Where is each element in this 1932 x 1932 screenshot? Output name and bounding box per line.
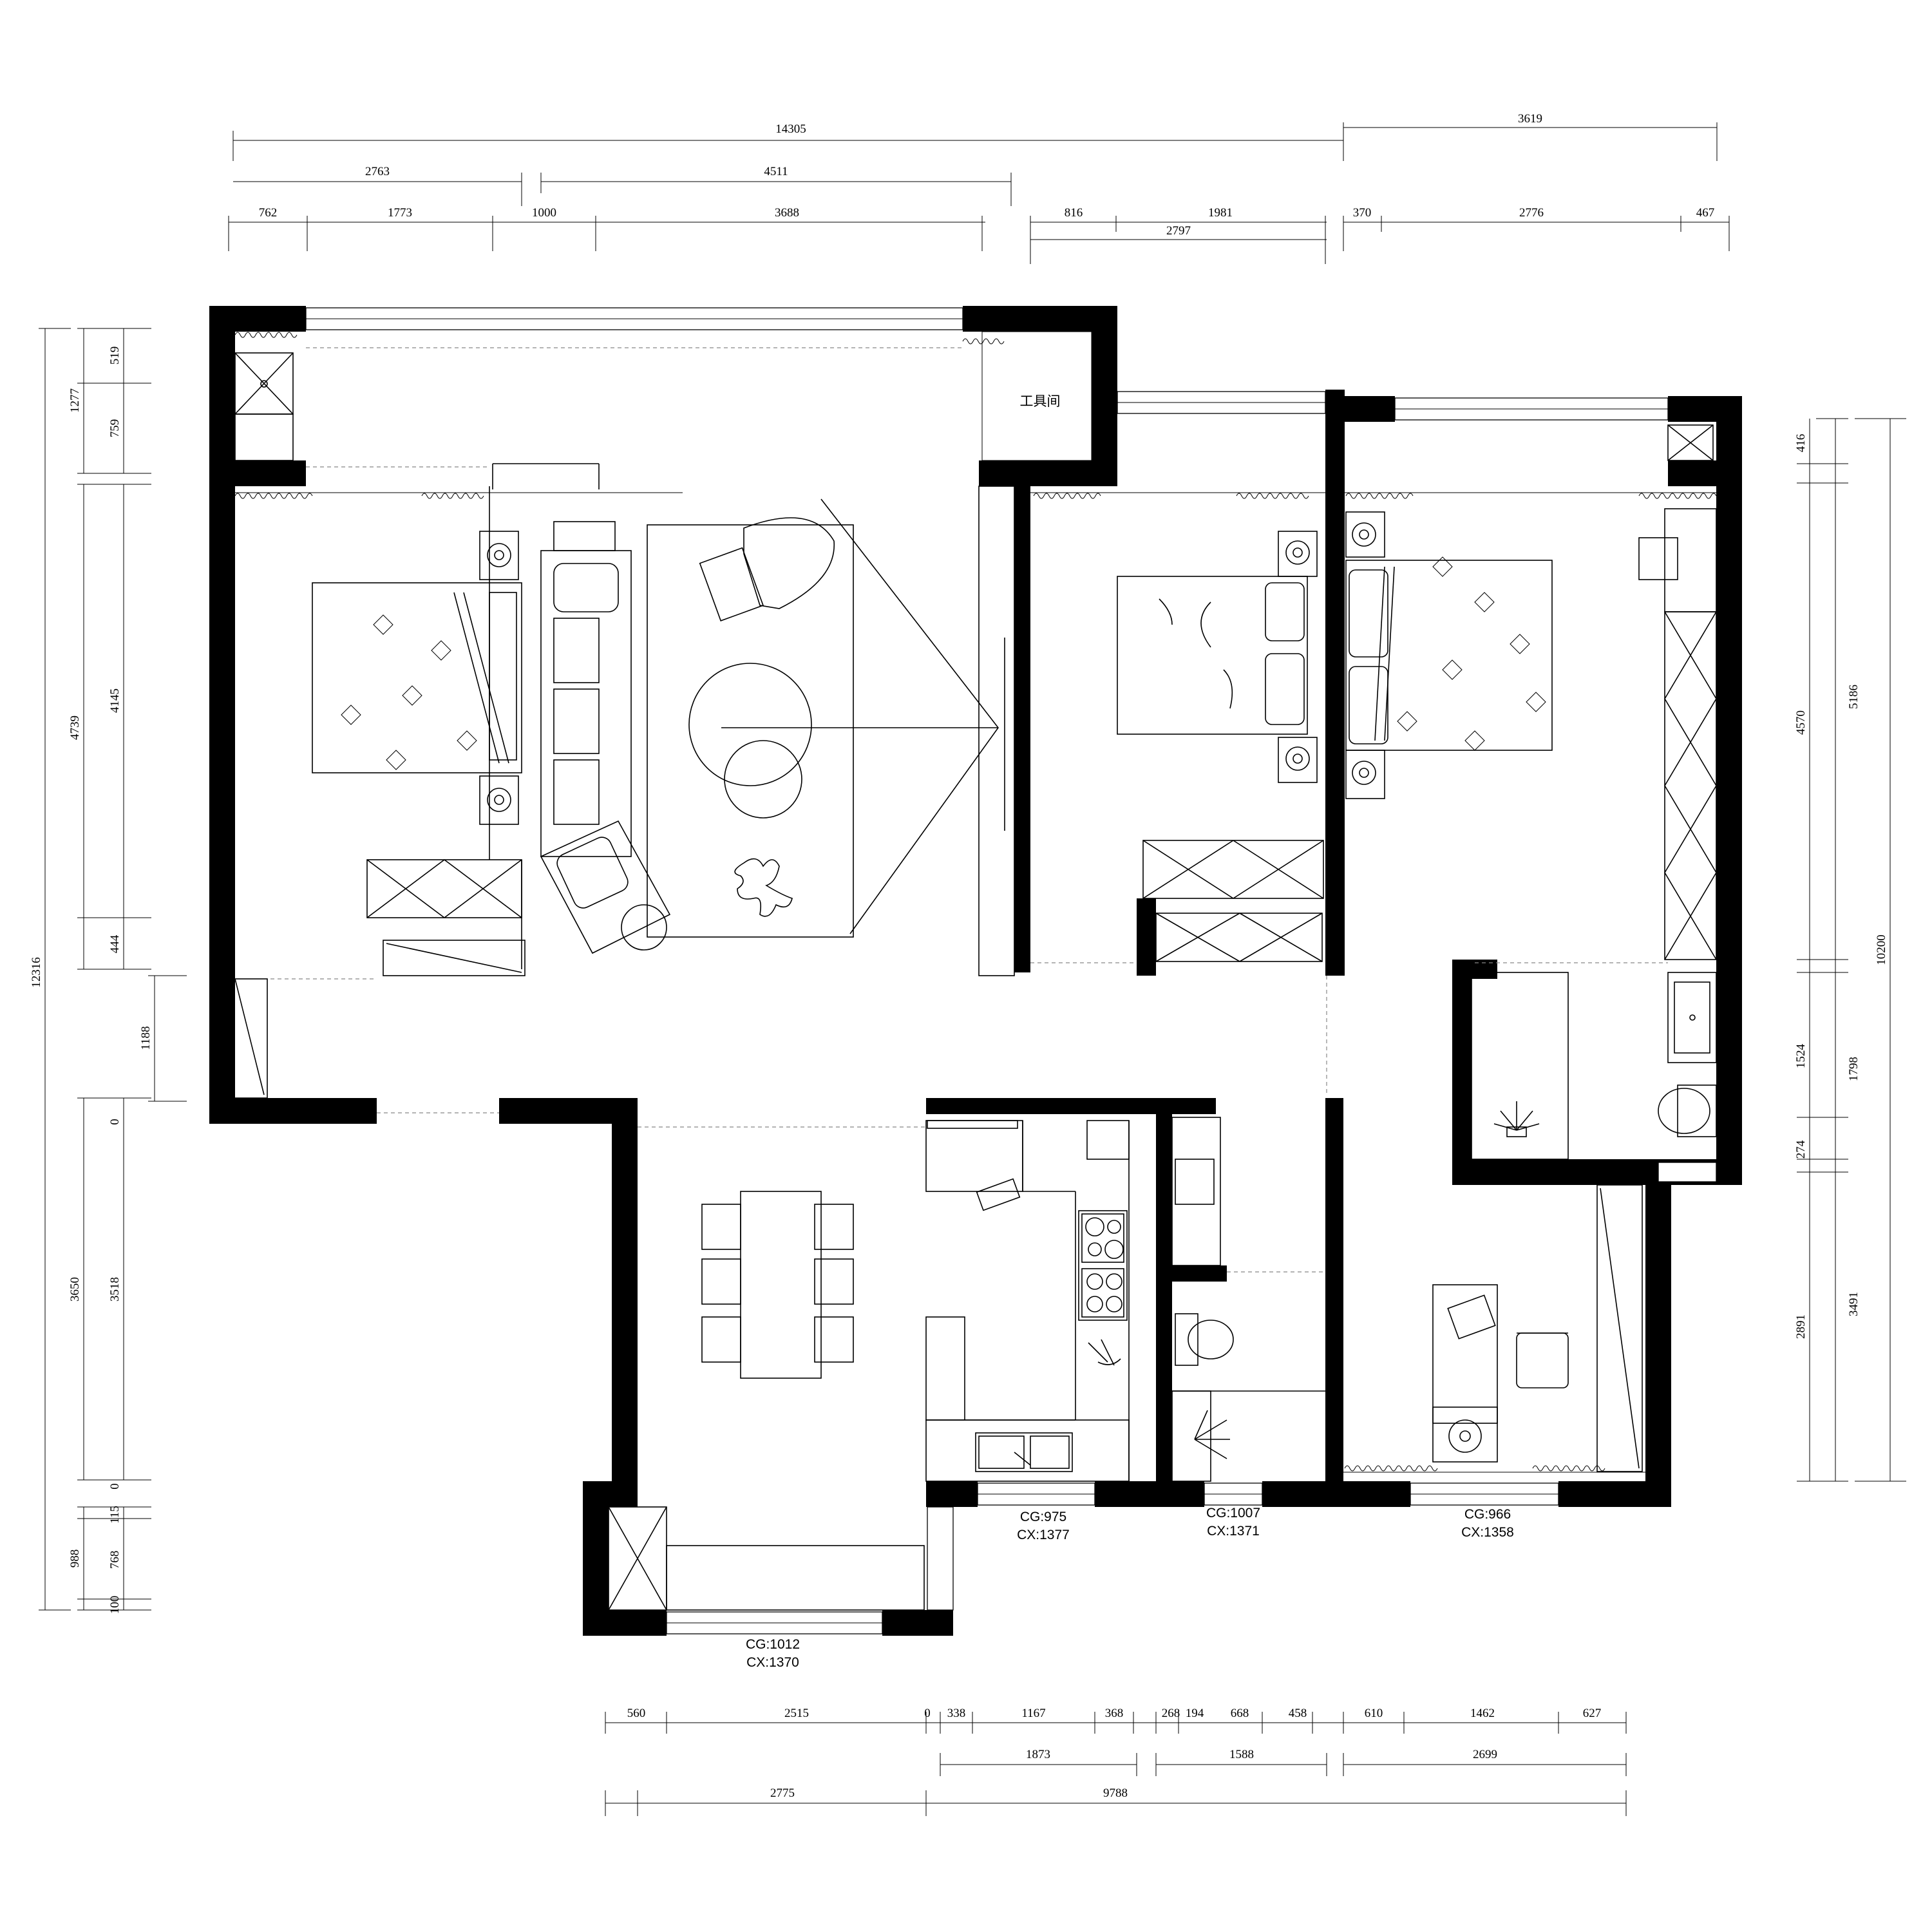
dim-bottom-row2: 1588 bbox=[1229, 1748, 1254, 1761]
window-labels: CG:1012 CX:1370 CG:975 CX:1377 CG:1007 C… bbox=[746, 1506, 1514, 1670]
top-dimensions bbox=[228, 122, 1730, 264]
dim-bottom-seg: 610 bbox=[1365, 1707, 1383, 1720]
window-label-cx: CX:1358 bbox=[1461, 1525, 1514, 1540]
left-dim-text: 12316 1277 519 759 4739 4145 444 1188 36… bbox=[30, 346, 153, 1615]
dim-bottom-seg: 0 bbox=[924, 1707, 931, 1720]
window-label-cg: CG:975 bbox=[1020, 1510, 1066, 1524]
dim-bottom-seg: 560 bbox=[627, 1707, 646, 1720]
dim-right-b-total: 5186 bbox=[1847, 685, 1861, 709]
dim-bottom-row3: 2775 bbox=[770, 1786, 795, 1800]
window-label-cg: CG:1012 bbox=[746, 1637, 800, 1652]
dim-bottom-row3: 9788 bbox=[1103, 1786, 1128, 1800]
bottom-dimensions bbox=[605, 1712, 1627, 1816]
dim-left-c-seg: 1188 bbox=[139, 1026, 153, 1050]
dim-left-e-seg2: 768 bbox=[108, 1551, 122, 1569]
dim-right-b-seg: 4570 bbox=[1794, 710, 1808, 735]
walls bbox=[209, 306, 1742, 1636]
dim-bottom-seg: 2515 bbox=[784, 1707, 809, 1720]
interior bbox=[270, 331, 1668, 1273]
dim-left-d-total: 3650 bbox=[68, 1277, 82, 1302]
dim-right-c-seg1: 1524 bbox=[1794, 1044, 1808, 1069]
dim-right-a-seg: 416 bbox=[1794, 434, 1808, 453]
dim-top-seg: 762 bbox=[259, 206, 278, 220]
curtains bbox=[234, 332, 1717, 1473]
dim-left-e-seg3: 100 bbox=[108, 1596, 122, 1615]
dim-bottom-seg: 268 bbox=[1162, 1707, 1180, 1720]
dim-top-left-group: 2763 bbox=[365, 165, 390, 178]
dim-top-seg: 2776 bbox=[1519, 206, 1544, 220]
dim-left-a-seg2: 759 bbox=[108, 419, 122, 438]
furniture bbox=[231, 352, 1717, 1611]
dim-top-mid-total: 2797 bbox=[1166, 224, 1191, 238]
windows bbox=[305, 307, 1717, 1634]
dim-left-e-total: 988 bbox=[68, 1549, 82, 1568]
window-label-cx: CX:1371 bbox=[1207, 1524, 1260, 1539]
window-label-cx: CX:1377 bbox=[1017, 1528, 1070, 1542]
dim-right-d-seg: 2891 bbox=[1794, 1314, 1808, 1339]
dim-top-overall: 14305 bbox=[775, 122, 806, 136]
dim-right-c-seg2: 274 bbox=[1794, 1140, 1808, 1159]
dim-bottom-row2: 2699 bbox=[1473, 1748, 1497, 1761]
top-dim-text: 14305 3619 2763 4511 762 1773 1000 3688 … bbox=[259, 112, 1715, 238]
dim-top-seg: 1773 bbox=[388, 206, 412, 220]
dim-right-overall: 10200 bbox=[1875, 934, 1888, 965]
right-dimensions bbox=[1797, 418, 1906, 1482]
dim-left-b-total: 4739 bbox=[68, 715, 82, 740]
dim-top-seg: 467 bbox=[1696, 206, 1715, 220]
dim-left-overall: 12316 bbox=[30, 957, 43, 988]
dim-bottom-seg: 668 bbox=[1231, 1707, 1249, 1720]
right-dim-text: 10200 416 5186 4570 1524 1798 274 2891 3… bbox=[1794, 434, 1888, 1339]
bottom-dim-text: 560 2515 0 338 1167 368 268 194 668 458 … bbox=[627, 1707, 1602, 1800]
dim-top-seg: 1981 bbox=[1208, 206, 1233, 220]
dim-left-a-total: 1277 bbox=[68, 388, 82, 413]
dim-left-a-seg1: 519 bbox=[108, 346, 122, 365]
window-label-cg: CG:966 bbox=[1464, 1507, 1511, 1522]
dim-left-d-seg: 3518 bbox=[108, 1277, 122, 1302]
dim-bottom-seg: 368 bbox=[1105, 1707, 1124, 1720]
dim-bottom-seg: 338 bbox=[947, 1707, 966, 1720]
dim-bottom-seg: 1462 bbox=[1470, 1707, 1495, 1720]
dim-top-seg: 1000 bbox=[532, 206, 556, 220]
dim-left-d-zero: 0 bbox=[108, 1119, 122, 1125]
bedspread-pattern bbox=[341, 556, 1546, 770]
dim-top-living-group: 4511 bbox=[764, 165, 788, 178]
dim-bottom-seg: 627 bbox=[1583, 1707, 1602, 1720]
dim-left-b-seg2: 444 bbox=[108, 934, 122, 953]
dim-bottom-seg: 458 bbox=[1289, 1707, 1307, 1720]
room-label-tool-room: 工具间 bbox=[1020, 393, 1061, 409]
dim-top-seg: 370 bbox=[1353, 206, 1372, 220]
dim-right-c-total: 1798 bbox=[1847, 1057, 1861, 1081]
window-label-cx: CX:1370 bbox=[746, 1655, 799, 1670]
dim-bottom-row2: 1873 bbox=[1026, 1748, 1050, 1761]
dim-right-d-total: 3491 bbox=[1847, 1292, 1861, 1316]
dim-left-b-seg1: 4145 bbox=[108, 688, 122, 713]
left-dimensions bbox=[39, 328, 187, 1611]
dim-bottom-seg: 1167 bbox=[1021, 1707, 1045, 1720]
dim-top-seg: 816 bbox=[1065, 206, 1083, 220]
dim-left-e-seg1: 115 bbox=[108, 1506, 122, 1524]
dim-top-right-span: 3619 bbox=[1518, 112, 1542, 126]
dim-bottom-seg: 194 bbox=[1186, 1707, 1204, 1720]
dim-top-seg: 3688 bbox=[775, 206, 799, 220]
window-label-cg: CG:1007 bbox=[1206, 1506, 1260, 1520]
dim-left-d-zero: 0 bbox=[108, 1483, 122, 1490]
